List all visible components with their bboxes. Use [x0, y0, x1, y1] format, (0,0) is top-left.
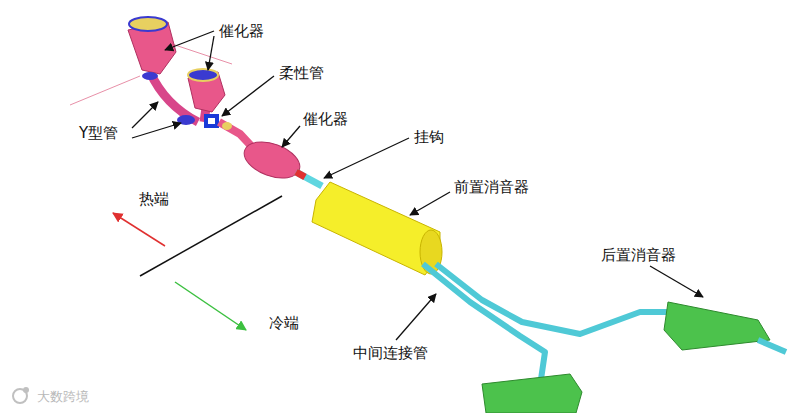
- leader-line: [132, 102, 158, 128]
- part-label: 后置消音器: [600, 246, 677, 264]
- part-label: 催化器: [302, 110, 349, 128]
- rear-muffler: [664, 302, 770, 350]
- leader-lines: [132, 31, 703, 340]
- leader-line: [282, 126, 300, 147]
- divider-line: [140, 196, 282, 276]
- leader-line: [208, 36, 214, 70]
- axis-line: [70, 76, 140, 105]
- rear-muffler: [482, 374, 582, 413]
- hot-arrow: [113, 213, 165, 246]
- leader-line: [132, 123, 181, 138]
- watermark-logo: [23, 387, 29, 393]
- leader-line: [396, 294, 436, 340]
- part-label: Y型管: [78, 124, 119, 142]
- catalyst: [239, 135, 304, 185]
- part-label: 柔性管: [278, 64, 325, 82]
- flange: [129, 17, 167, 31]
- pipe: [296, 172, 322, 186]
- flexible-pipe: [204, 114, 219, 128]
- part-label: 前置消音器: [453, 178, 530, 196]
- leader-line: [324, 138, 409, 178]
- part-label: 中间连接管: [352, 344, 429, 362]
- connecting-pipe: [436, 264, 672, 334]
- leader-line: [410, 192, 450, 215]
- flange: [142, 72, 158, 80]
- leader-line: [650, 266, 703, 297]
- watermark: 大数跨境: [36, 388, 90, 406]
- flange: [188, 69, 218, 81]
- pipe: [296, 172, 305, 177]
- tail-pipe: [758, 340, 786, 352]
- leader-line: [165, 31, 214, 50]
- part-label: 挂钩: [413, 128, 445, 146]
- part-label: 热端: [138, 190, 170, 208]
- cold-arrow: [175, 282, 246, 330]
- leader-line: [222, 76, 274, 116]
- flange: [222, 122, 232, 130]
- flexible-pipe: [208, 118, 215, 124]
- part-label: 冷端: [268, 314, 300, 332]
- part-label: 催化器: [218, 22, 265, 40]
